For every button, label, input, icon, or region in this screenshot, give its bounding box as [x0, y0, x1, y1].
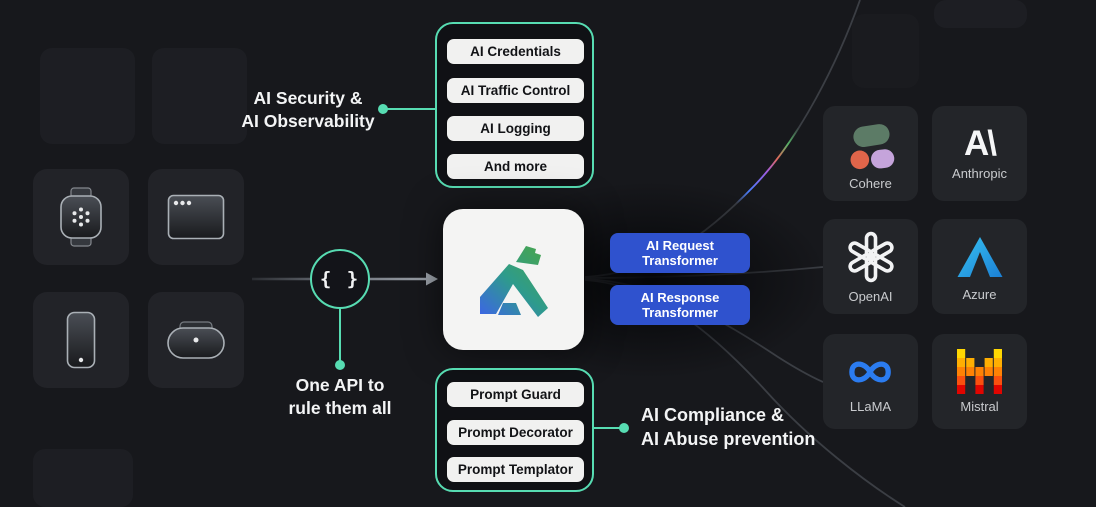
- provider-label: Cohere: [849, 175, 892, 191]
- smartphone-icon: [66, 311, 96, 369]
- meta-llama-logo-icon: [844, 350, 898, 394]
- provider-card-mistral[interactable]: Mistral: [932, 334, 1027, 429]
- one-api-tagline: One API to rule them all: [288, 375, 392, 418]
- smartwatch-icon: [55, 186, 107, 248]
- azure-logo-icon: [954, 232, 1006, 282]
- pill-prompt-decorator[interactable]: Prompt Decorator: [445, 417, 586, 447]
- pill-prompt-templator[interactable]: Prompt Templator: [445, 455, 586, 484]
- provider-label: Anthropic: [952, 166, 1007, 181]
- provider-card-cohere[interactable]: Cohere: [823, 106, 918, 201]
- cohere-logo-icon: [844, 117, 898, 171]
- pill-ai-logging[interactable]: AI Logging: [445, 114, 586, 143]
- ai-request-transformer-button[interactable]: AI Request Transformer: [610, 233, 750, 273]
- provider-label: Azure: [962, 286, 997, 302]
- provider-label: Mistral: [960, 399, 999, 414]
- compliance-abuse-label: AI Compliance & AI Abuse prevention: [641, 405, 816, 449]
- vr-headset-icon: [166, 320, 226, 360]
- provider-card-azure[interactable]: Azure: [932, 219, 1027, 314]
- browser-window-icon: [167, 194, 225, 240]
- mistral-logo-icon: [957, 349, 1002, 394]
- ai-plugins-box-bottom: Prompt Guard Prompt Decorator Prompt Tem…: [435, 368, 594, 492]
- pill-ai-credentials[interactable]: AI Credentials: [445, 37, 586, 66]
- security-observability-label: AI Security & AI Observability: [241, 88, 375, 131]
- device-card-browser: [148, 169, 244, 265]
- kong-gateway-card[interactable]: [443, 209, 584, 350]
- provider-card-openai[interactable]: OpenAI: [823, 219, 918, 314]
- ghost-card: [33, 449, 133, 507]
- provider-label: OpenAI: [848, 288, 893, 304]
- braces-icon: { }: [319, 268, 361, 290]
- api-braces-badge: { }: [310, 249, 370, 309]
- teal-dot: [378, 104, 388, 114]
- device-card-vr-headset: [148, 292, 244, 388]
- openai-logo-icon: [844, 230, 898, 284]
- ghost-card: [852, 14, 919, 88]
- ai-plugins-box-top: AI Credentials AI Traffic Control AI Log…: [435, 22, 594, 188]
- pill-prompt-guard[interactable]: Prompt Guard: [445, 380, 586, 409]
- ghost-card: [934, 0, 1027, 28]
- pill-ai-traffic-control[interactable]: AI Traffic Control: [445, 75, 586, 105]
- provider-label: LLaMA: [849, 398, 892, 414]
- provider-card-anthropic[interactable]: A\ Anthropic: [932, 106, 1027, 201]
- teal-connector: [594, 427, 621, 429]
- ghost-card: [152, 48, 247, 144]
- teal-connector: [386, 108, 435, 110]
- kong-gorilla-logo: [469, 237, 559, 322]
- anthropic-logo-icon: A\: [964, 124, 997, 163]
- device-card-smartwatch: [33, 169, 129, 265]
- teal-dot: [619, 423, 629, 433]
- provider-card-llama[interactable]: LLaMA: [823, 334, 918, 429]
- teal-dot: [335, 360, 345, 370]
- teal-connector-vertical: [339, 309, 341, 361]
- device-card-smartphone: [33, 292, 129, 388]
- pill-and-more[interactable]: And more: [445, 152, 586, 181]
- ghost-card: [40, 48, 135, 144]
- ai-response-transformer-button[interactable]: AI Response Transformer: [610, 285, 750, 325]
